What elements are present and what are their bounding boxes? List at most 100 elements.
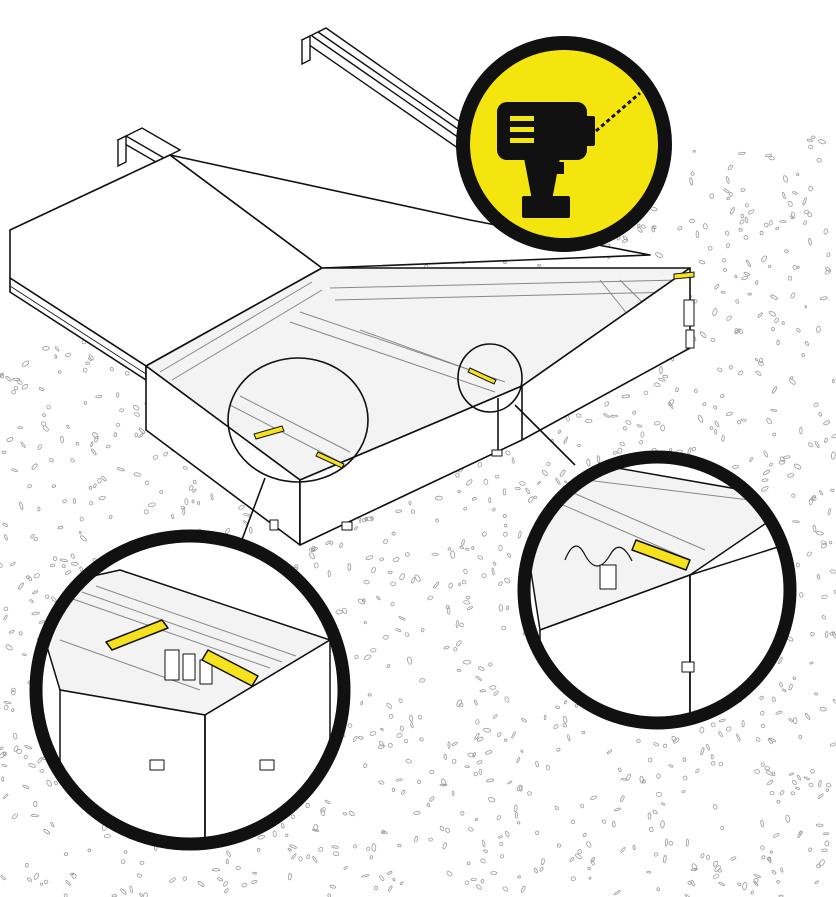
floor-speckle	[398, 698, 403, 703]
floor-speckle	[749, 457, 754, 462]
floor-speckle	[485, 778, 495, 783]
floor-speckle	[428, 837, 433, 842]
floor-speckle	[467, 752, 475, 758]
floor-speckle	[49, 458, 54, 463]
floor-speckle	[475, 719, 480, 725]
floor-speckle	[471, 496, 477, 501]
floor-speckle	[778, 656, 783, 665]
floor-speckle	[57, 370, 62, 374]
floor-speckle	[744, 216, 749, 224]
floor-speckle	[732, 464, 739, 469]
floor-speckle	[799, 426, 803, 435]
floor-speckle	[466, 861, 471, 866]
floor-speckle	[712, 308, 718, 316]
floor-speckle	[658, 377, 666, 382]
floor-speckle	[139, 892, 143, 897]
floor-speckle	[723, 188, 730, 193]
floor-speckle	[601, 819, 607, 824]
floor-speckle	[816, 158, 822, 163]
floor-speckle	[790, 791, 796, 796]
floor-speckle	[831, 378, 835, 384]
floor-speckle	[577, 849, 583, 854]
floor-speckle	[419, 678, 426, 683]
floor-speckle	[719, 393, 725, 398]
floor-speckle	[722, 258, 727, 263]
floor-speckle	[814, 880, 819, 885]
floor-speckle	[0, 746, 4, 750]
floor-speckle	[685, 838, 689, 847]
floor-speckle	[621, 394, 631, 399]
floor-speckle	[802, 197, 807, 206]
floor-speckle	[519, 481, 526, 486]
floor-speckle	[235, 866, 241, 870]
floor-speckle	[620, 847, 626, 853]
floor-speckle	[79, 516, 84, 522]
floor-speckle	[662, 743, 668, 749]
floor-speckle	[586, 841, 592, 848]
floor-speckle	[470, 878, 477, 881]
floor-speckle	[812, 524, 817, 533]
floor-speckle	[272, 830, 277, 838]
floor-speckle	[517, 875, 521, 879]
floor-speckle	[748, 209, 755, 215]
floor-speckle	[210, 493, 214, 501]
floor-speckle	[474, 732, 480, 740]
floor-speckle	[459, 545, 465, 550]
floor-speckle	[754, 769, 760, 774]
floor-speckle	[407, 656, 413, 665]
floor-speckle	[514, 486, 521, 490]
floor-speckle	[287, 873, 292, 881]
floor-speckle	[363, 620, 367, 625]
floor-speckle	[217, 877, 224, 882]
floor-speckle	[395, 628, 402, 632]
floor-speckle	[134, 432, 139, 438]
floor-speckle	[347, 723, 353, 728]
floor-speckle	[632, 410, 637, 415]
floor-speckle	[211, 868, 221, 872]
floor-speckle	[450, 550, 456, 559]
floor-speckle	[639, 775, 644, 784]
floor-speckle	[23, 754, 28, 760]
floor-speckle	[370, 516, 374, 520]
floor-speckle	[339, 542, 343, 548]
floor-speckle	[120, 888, 127, 895]
floor-speckle	[496, 815, 502, 821]
floor-speckle	[5, 644, 13, 651]
floor-speckle	[737, 420, 742, 425]
bracket-right-end	[673, 271, 695, 280]
floor-speckle	[619, 441, 625, 446]
floor-speckle	[502, 261, 507, 265]
floor-speckle	[642, 779, 646, 784]
floor-speckle	[503, 523, 508, 528]
floor-speckle	[740, 213, 744, 219]
floor-speckle	[313, 823, 319, 831]
floor-speckle	[673, 737, 680, 744]
floor-speckle	[511, 457, 515, 464]
floor-speckle	[463, 600, 471, 605]
floor-speckle	[395, 778, 403, 782]
floor-speckle	[38, 620, 46, 624]
floor-speckle	[832, 699, 836, 705]
floor-speckle	[476, 884, 482, 890]
floor-speckle	[760, 845, 765, 850]
floor-speckle	[525, 487, 531, 494]
floor-speckle	[42, 345, 50, 351]
floor-speckle	[136, 873, 143, 878]
floor-speckle	[442, 842, 448, 850]
floor-speckle	[488, 497, 492, 503]
floor-speckle	[391, 787, 396, 792]
floor-speckle	[668, 399, 675, 406]
floor-speckle	[93, 483, 97, 489]
floor-speckle	[410, 722, 414, 729]
floor-speckle	[710, 722, 716, 728]
floor-speckle	[116, 467, 125, 472]
floor-speckle	[94, 436, 99, 443]
floor-speckle	[768, 220, 773, 226]
floor-speckle	[815, 823, 824, 827]
floor-speckle	[88, 485, 93, 490]
floor-speckle	[668, 764, 674, 768]
floor-speckle	[700, 853, 705, 859]
floor-speckle	[327, 893, 331, 897]
floor-speckle	[799, 592, 804, 598]
floor-speckle	[814, 440, 820, 449]
